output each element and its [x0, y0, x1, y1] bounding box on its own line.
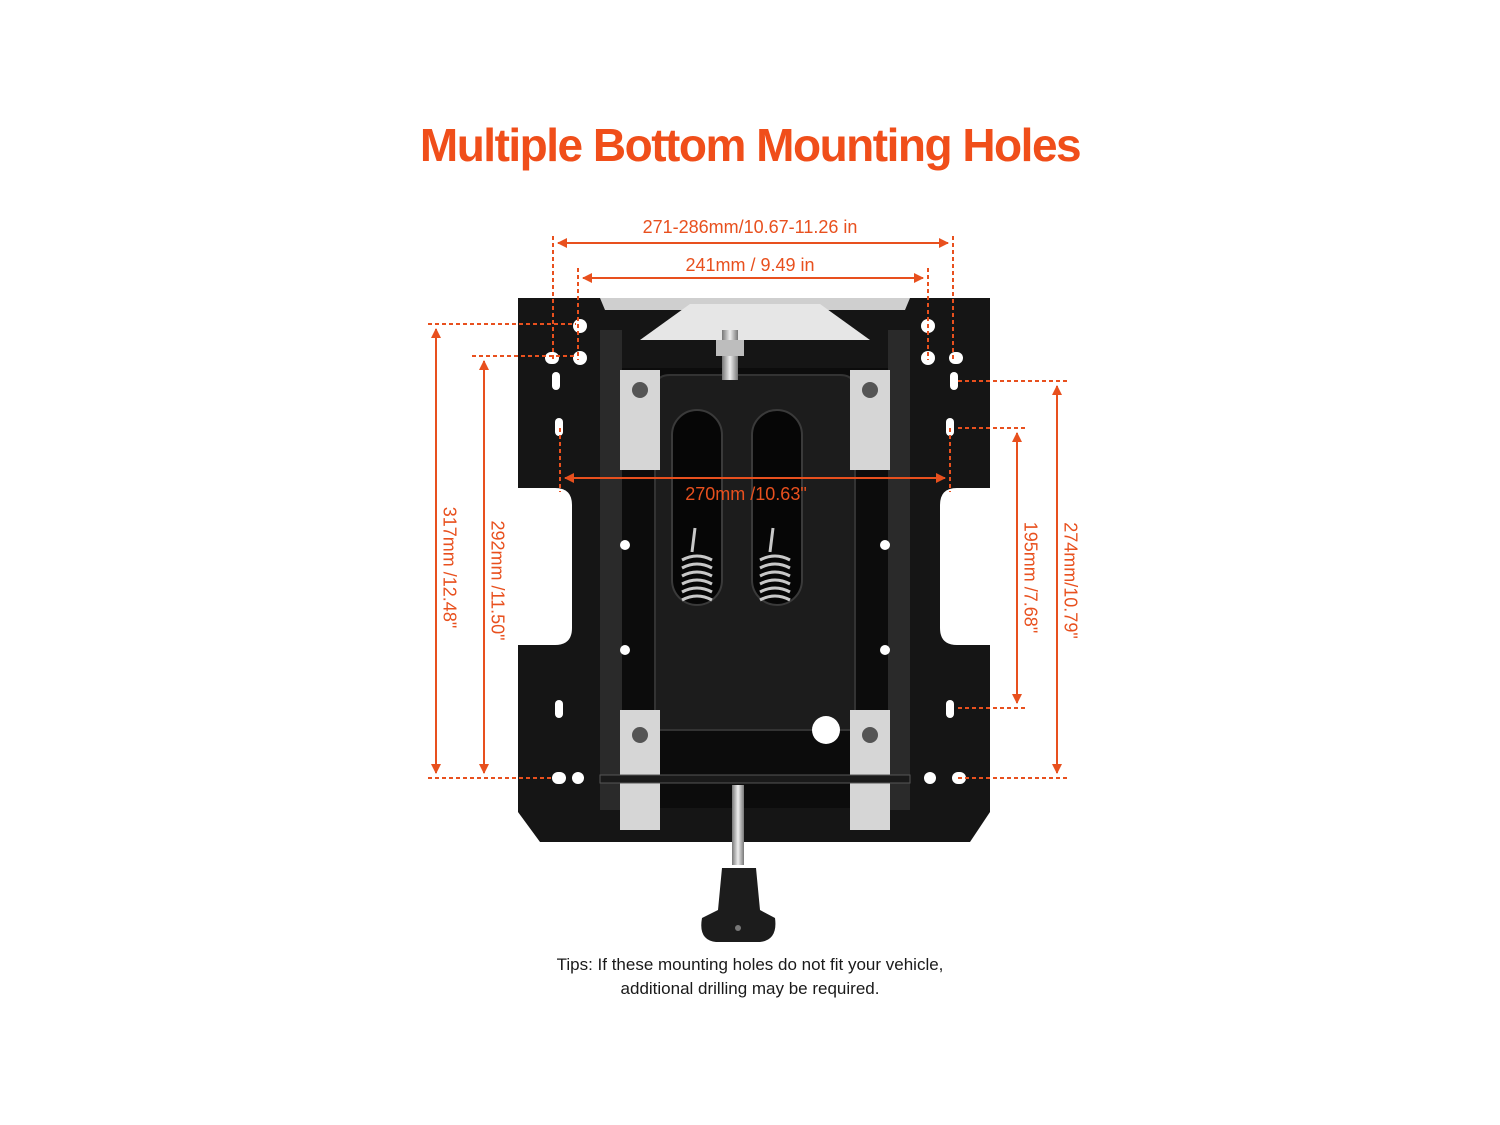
dimension-top-outer-label: 271-286mm/10.67-11.26 in	[642, 217, 858, 237]
dimension-left-inner-label: 292mm /11.50"	[487, 520, 508, 641]
spring-left	[681, 527, 713, 602]
mounting-holes-right	[880, 319, 966, 784]
spring-right	[759, 527, 791, 602]
adjustment-knob	[701, 785, 776, 942]
tips-line-1: Tips: If these mounting holes do not fit…	[556, 955, 944, 974]
dimension-right-outer-label: 274mm/10.79"	[1060, 522, 1081, 639]
dimension-top-inner-label: 241mm / 9.49 in	[685, 255, 815, 275]
dimension-middle-label: 270mm /10.63"	[685, 484, 807, 504]
dimension-right-inner-label: 195mm /7.68"	[1020, 521, 1041, 634]
tips-line-2: additional drilling may be required.	[620, 979, 880, 998]
seat-base-frame	[518, 298, 990, 942]
mounting-holes-left	[545, 319, 630, 784]
dimension-lines	[428, 236, 1068, 779]
tips-note: Tips: If these mounting holes do not fit…	[0, 953, 1500, 1001]
dimension-left-outer-label: 317mm /12.48"	[439, 506, 460, 629]
page-title: Multiple Bottom Mounting Holes	[419, 119, 1082, 171]
